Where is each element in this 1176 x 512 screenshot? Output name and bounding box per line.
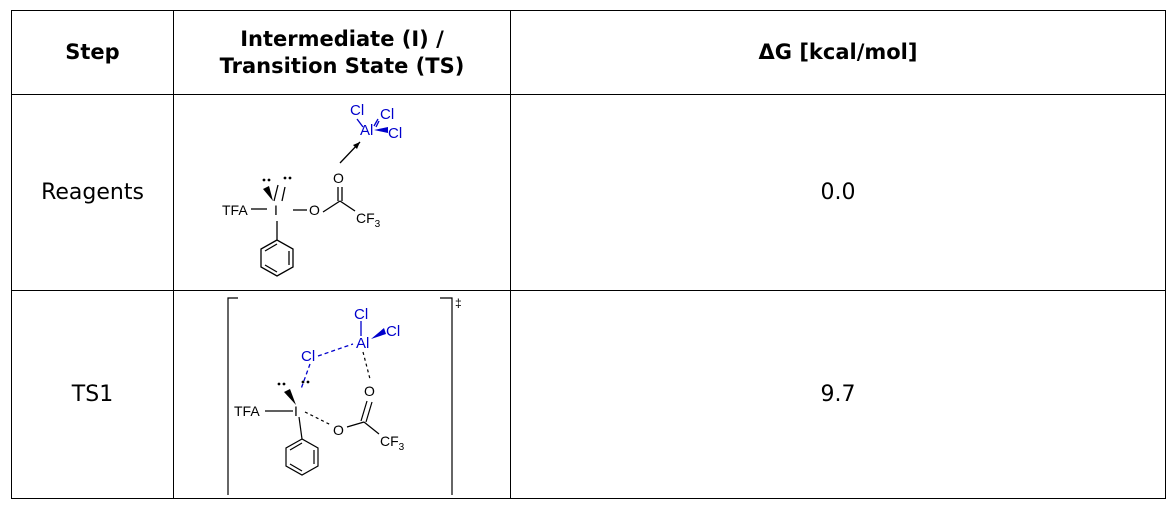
reagent-tfa-label: TFA [222, 202, 248, 218]
header-row: Step Intermediate (I) / Transition State… [11, 10, 1166, 95]
energy-table: Step Intermediate (I) / Transition State… [11, 10, 1166, 499]
reagent-cf3-label: CF3 [356, 210, 381, 230]
table-row: Reagents Cl Cl Cl Al [11, 94, 1166, 291]
structure-cell: Cl Cl Cl Al [173, 94, 511, 291]
reagent-al-label: Al [360, 122, 373, 139]
dg-cell: 9.7 [510, 290, 1166, 499]
ts1-cl-label: Cl [386, 323, 400, 340]
reagent-cl-label: Cl [380, 106, 394, 123]
table-row: TS1 ‡ Cl Cl Al Cl [11, 290, 1166, 499]
reagent-cl-label: Cl [388, 125, 402, 142]
header-structure-line1: Intermediate (I) / [240, 26, 444, 51]
dg-cell: 0.0 [510, 94, 1166, 291]
ts1-iodine-label: I [294, 403, 298, 419]
reagent-o-ester-label: O [309, 202, 320, 218]
header-dg: ΔG [kcal/mol] [510, 10, 1166, 95]
step-cell: Reagents [11, 94, 174, 291]
ts1-structure-diagram: ‡ Cl Cl Al Cl [227, 296, 462, 495]
ts1-cf3-label: CF3 [380, 433, 405, 453]
reagents-structure-diagram: Cl Cl Cl Al [222, 102, 402, 277]
header-structure: Intermediate (I) / Transition State (TS) [173, 10, 511, 95]
header-structure-line2: Transition State (TS) [219, 53, 465, 78]
reagent-iodine-label: I [274, 202, 278, 218]
ts1-al-label: Al [356, 335, 369, 352]
header-step: Step [11, 10, 174, 95]
double-dagger-label: ‡ [455, 296, 462, 310]
ts1-o-ester-label: O [333, 422, 344, 438]
reagent-o-carbonyl-label: O [333, 170, 344, 186]
ts1-tfa-label: TFA [234, 403, 260, 419]
ts1-cl-label: Cl [354, 306, 368, 323]
step-cell: TS1 [11, 290, 174, 499]
ts1-bridging-cl-label: Cl [301, 348, 315, 365]
ts1-o-carbonyl-label: O [364, 383, 375, 399]
reagent-cl-label: Cl [350, 102, 364, 119]
structure-cell: ‡ Cl Cl Al Cl [173, 290, 511, 499]
